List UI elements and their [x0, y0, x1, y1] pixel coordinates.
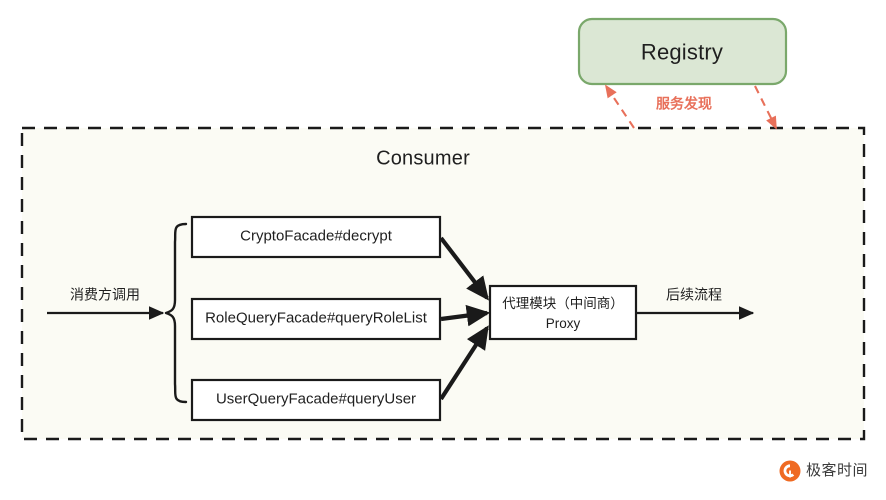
geektime-logo-icon	[779, 460, 801, 482]
facade-to-proxy-arrow-0	[439, 236, 490, 301]
facade-label-user-query: UserQueryFacade#queryUser	[215, 390, 417, 408]
consumer-container	[20, 126, 866, 441]
discovery-arrow-left	[604, 84, 635, 129]
consumer-title: Consumer	[376, 147, 470, 170]
facade-to-proxy-arrow-1	[440, 304, 491, 327]
facade-box-2	[190, 378, 442, 422]
facade-to-proxy-arrow-2	[439, 325, 489, 401]
facade-box-1	[190, 297, 442, 341]
facade-label-role-query: RoleQueryFacade#queryRoleList	[205, 309, 427, 327]
facade-group-brace	[164, 222, 188, 404]
watermark-label: 极客时间	[806, 462, 869, 479]
registry-title: Registry	[640, 39, 724, 65]
consumer-call-label: 消费方调用	[70, 286, 140, 303]
facade-label-crypto: CryptoFacade#decrypt	[240, 227, 392, 245]
proxy-box	[488, 284, 638, 341]
proxy-label-line2: Proxy	[545, 315, 581, 331]
service-discovery-label: 服务发现	[656, 95, 712, 112]
facade-box-0	[190, 215, 442, 259]
discovery-arrow-right	[754, 85, 777, 130]
downstream-flow-label: 后续流程	[666, 286, 722, 303]
registry-box	[577, 17, 788, 86]
proxy-label-line1: 代理模块（中间商）	[502, 295, 624, 311]
